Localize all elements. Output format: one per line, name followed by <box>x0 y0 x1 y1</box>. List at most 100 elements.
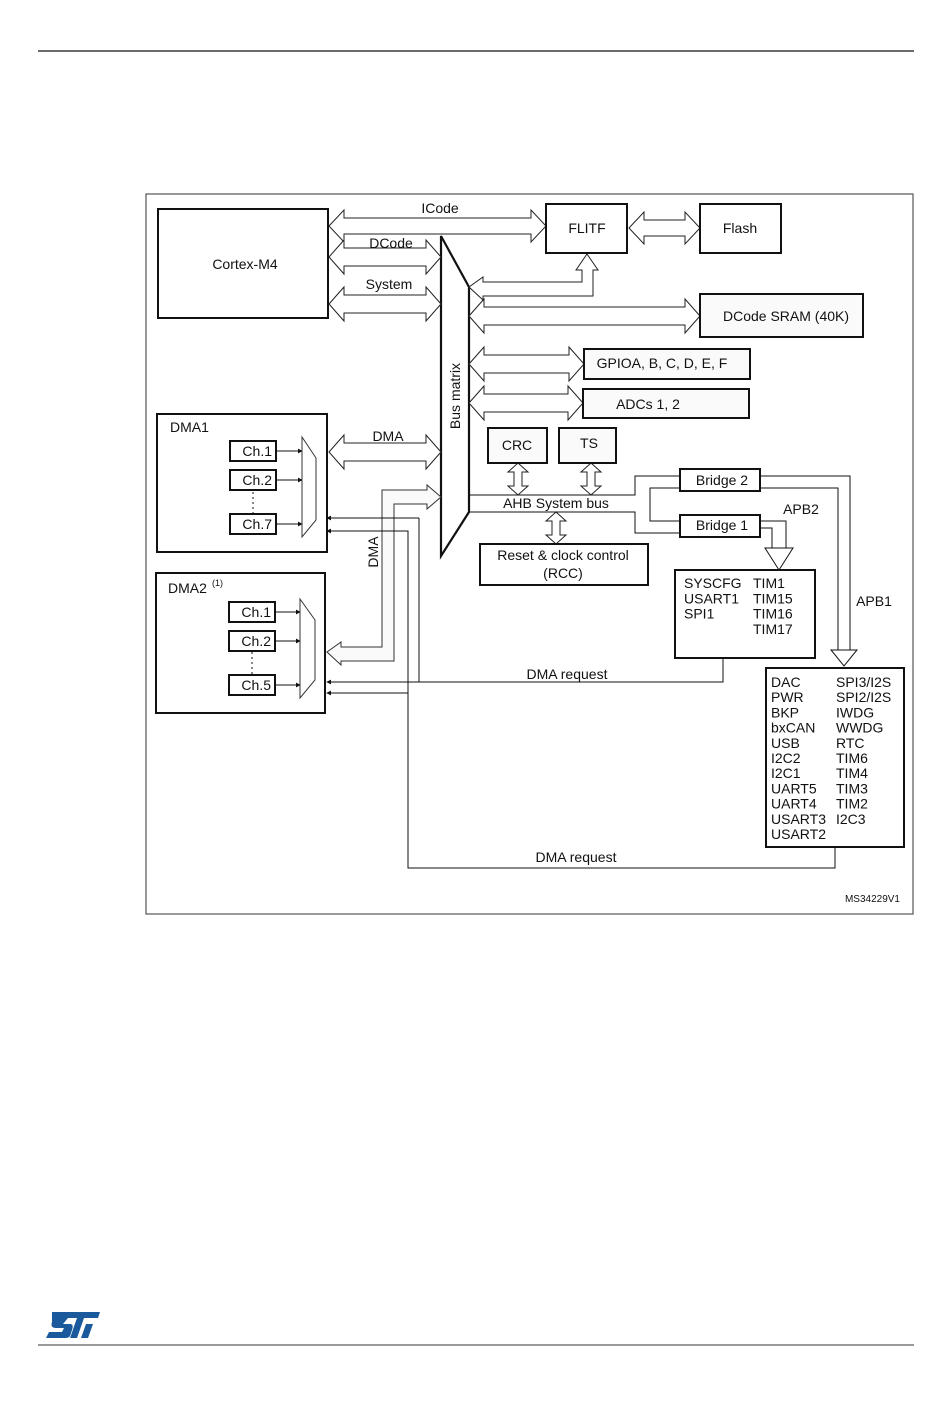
figure-id: MS34229V1 <box>845 894 900 905</box>
header-rule <box>38 50 914 52</box>
footer-rule <box>38 1344 914 1346</box>
apb1-peripheral: UART4 <box>771 796 817 812</box>
rcc-label-line1: Reset & clock control <box>497 547 629 563</box>
bridge2-label: Bridge 2 <box>696 472 748 488</box>
dma2-channel: Ch.5 <box>228 674 301 696</box>
apb2-peripheral: TIM16 <box>753 606 793 622</box>
dma1-channel: Ch.7 <box>229 513 303 535</box>
flash-label: Flash <box>723 220 757 236</box>
apb1-peripheral: SPI2/I2S <box>836 689 891 705</box>
ts-label: TS <box>580 435 598 451</box>
flitf-bus-arrow <box>468 253 599 302</box>
sram-arrow <box>468 297 701 335</box>
dma2-channel: Ch.1 <box>228 601 301 623</box>
cortex-m4-label: Cortex-M4 <box>212 256 278 272</box>
dma2-channel-label: Ch.1 <box>241 604 271 620</box>
dma1-channel: Ch.1 <box>229 440 303 462</box>
apb2-peripheral: USART1 <box>684 590 739 606</box>
adcs-arrow <box>468 384 584 422</box>
dcode-label: DCode <box>369 235 413 251</box>
ts-ahb-arrow <box>579 462 603 496</box>
flitf-label: FLITF <box>568 220 605 236</box>
apb1-peripheral: DAC <box>771 674 801 690</box>
dma1-bus-arrow <box>328 433 442 471</box>
system-arrow <box>328 285 442 323</box>
apb1-peripheral: UART5 <box>771 780 817 796</box>
figure-frame <box>145 193 914 915</box>
rcc-ahb-arrow <box>544 511 568 545</box>
cortex-m4-block: Cortex-M4 <box>157 208 329 319</box>
apb1-peripheral: bxCAN <box>771 720 815 736</box>
apb1-label: APB1 <box>856 593 892 609</box>
dma1-title: DMA1 <box>170 419 209 435</box>
gpio-arrow <box>468 345 585 383</box>
dma-request-label-1: DMA request <box>527 666 608 682</box>
apb2-arrowhead-icon <box>764 547 794 571</box>
bus-arrows <box>326 208 701 667</box>
apb1-peripheral: I2C3 <box>836 811 866 827</box>
ahb-label: AHB System bus <box>503 495 609 511</box>
bridge1-block: Bridge 1 <box>679 514 761 538</box>
apb1-col2: SPI3/I2SSPI2/I2SIWDGWWDGRTCTIM6TIM4TIM3T… <box>836 674 891 827</box>
apb1-peripheral: I2C2 <box>771 750 801 766</box>
adcs-label: ADCs 1, 2 <box>616 396 680 412</box>
apb1-peripheral: TIM3 <box>836 780 868 796</box>
adcs-block: ADCs 1, 2 <box>582 388 750 419</box>
apb2-peripheral: TIM17 <box>753 621 793 637</box>
rcc-block: Reset & clock control (RCC) <box>479 543 649 586</box>
dma2-channel-label: Ch.2 <box>241 633 271 649</box>
dma2-channel-label: Ch.5 <box>241 677 271 693</box>
icode-label: ICode <box>421 200 459 216</box>
apb1-peripherals-block: DACPWRBKPbxCANUSBI2C2I2C1UART5UART4USART… <box>765 667 905 848</box>
rcc-label-line2: (RCC) <box>543 565 583 581</box>
bridge-links <box>649 475 851 650</box>
ts-block: TS <box>558 427 617 464</box>
flitf-flash-arrow <box>628 210 701 246</box>
ahb-system-bus <box>469 475 680 534</box>
bus-matrix: Bus matrix <box>439 235 471 560</box>
apb1-peripheral: TIM6 <box>836 750 868 766</box>
apb1-peripheral: TIM4 <box>836 765 868 781</box>
crc-block: CRC <box>487 427 548 464</box>
dma1-channel-label: Ch.1 <box>242 443 272 459</box>
dma-bus-label: DMA <box>372 428 404 444</box>
apb1-peripheral: RTC <box>836 735 865 751</box>
dma2-channel: Ch.2 <box>228 630 301 652</box>
bridge2-block: Bridge 2 <box>679 468 761 492</box>
apb2-peripheral: TIM15 <box>753 590 793 606</box>
apb1-peripheral: I2C1 <box>771 765 801 781</box>
apb1-col1: DACPWRBKPbxCANUSBI2C2I2C1UART5UART4USART… <box>771 674 826 842</box>
apb1-peripheral: WWDG <box>836 720 883 736</box>
crc-ahb-arrow <box>506 462 530 496</box>
dma-request-label-2: DMA request <box>536 849 617 865</box>
apb1-peripheral: SPI3/I2S <box>836 674 891 690</box>
dma2-footnote: (1) <box>212 578 223 588</box>
dma1-mux <box>301 435 317 539</box>
apb1-peripheral: USART2 <box>771 826 826 842</box>
apb1-arrowhead-icon <box>829 649 859 667</box>
crc-label: CRC <box>502 437 532 453</box>
dma2-title: DMA2 <box>168 580 207 596</box>
dma1-channel-label: Ch.7 <box>242 516 272 532</box>
sram-block: DCode SRAM (40K) <box>699 293 864 338</box>
apb2-peripheral: SPI1 <box>684 606 715 622</box>
dma2-bus-arrow <box>326 483 442 667</box>
dma-request-lines <box>326 515 836 869</box>
st-logo-icon <box>46 1312 100 1338</box>
apb1-peripheral: IWDG <box>836 704 874 720</box>
dma1-channel-label: Ch.2 <box>242 472 272 488</box>
dma-vertical-label: DMA <box>365 536 381 568</box>
apb2-peripheral: SYSCFG <box>684 575 742 591</box>
apb1-peripheral: USB <box>771 735 800 751</box>
apb2-peripheral: TIM1 <box>753 575 785 591</box>
apb1-peripheral: TIM2 <box>836 796 868 812</box>
bridge1-label: Bridge 1 <box>696 517 748 533</box>
dcode-arrow <box>328 238 442 276</box>
apb1-peripheral: BKP <box>771 704 799 720</box>
dma1-channel: Ch.2 <box>229 469 303 491</box>
gpio-block: GPIOA, B, C, D, E, F <box>583 348 751 380</box>
apb1-peripheral: USART3 <box>771 811 826 827</box>
